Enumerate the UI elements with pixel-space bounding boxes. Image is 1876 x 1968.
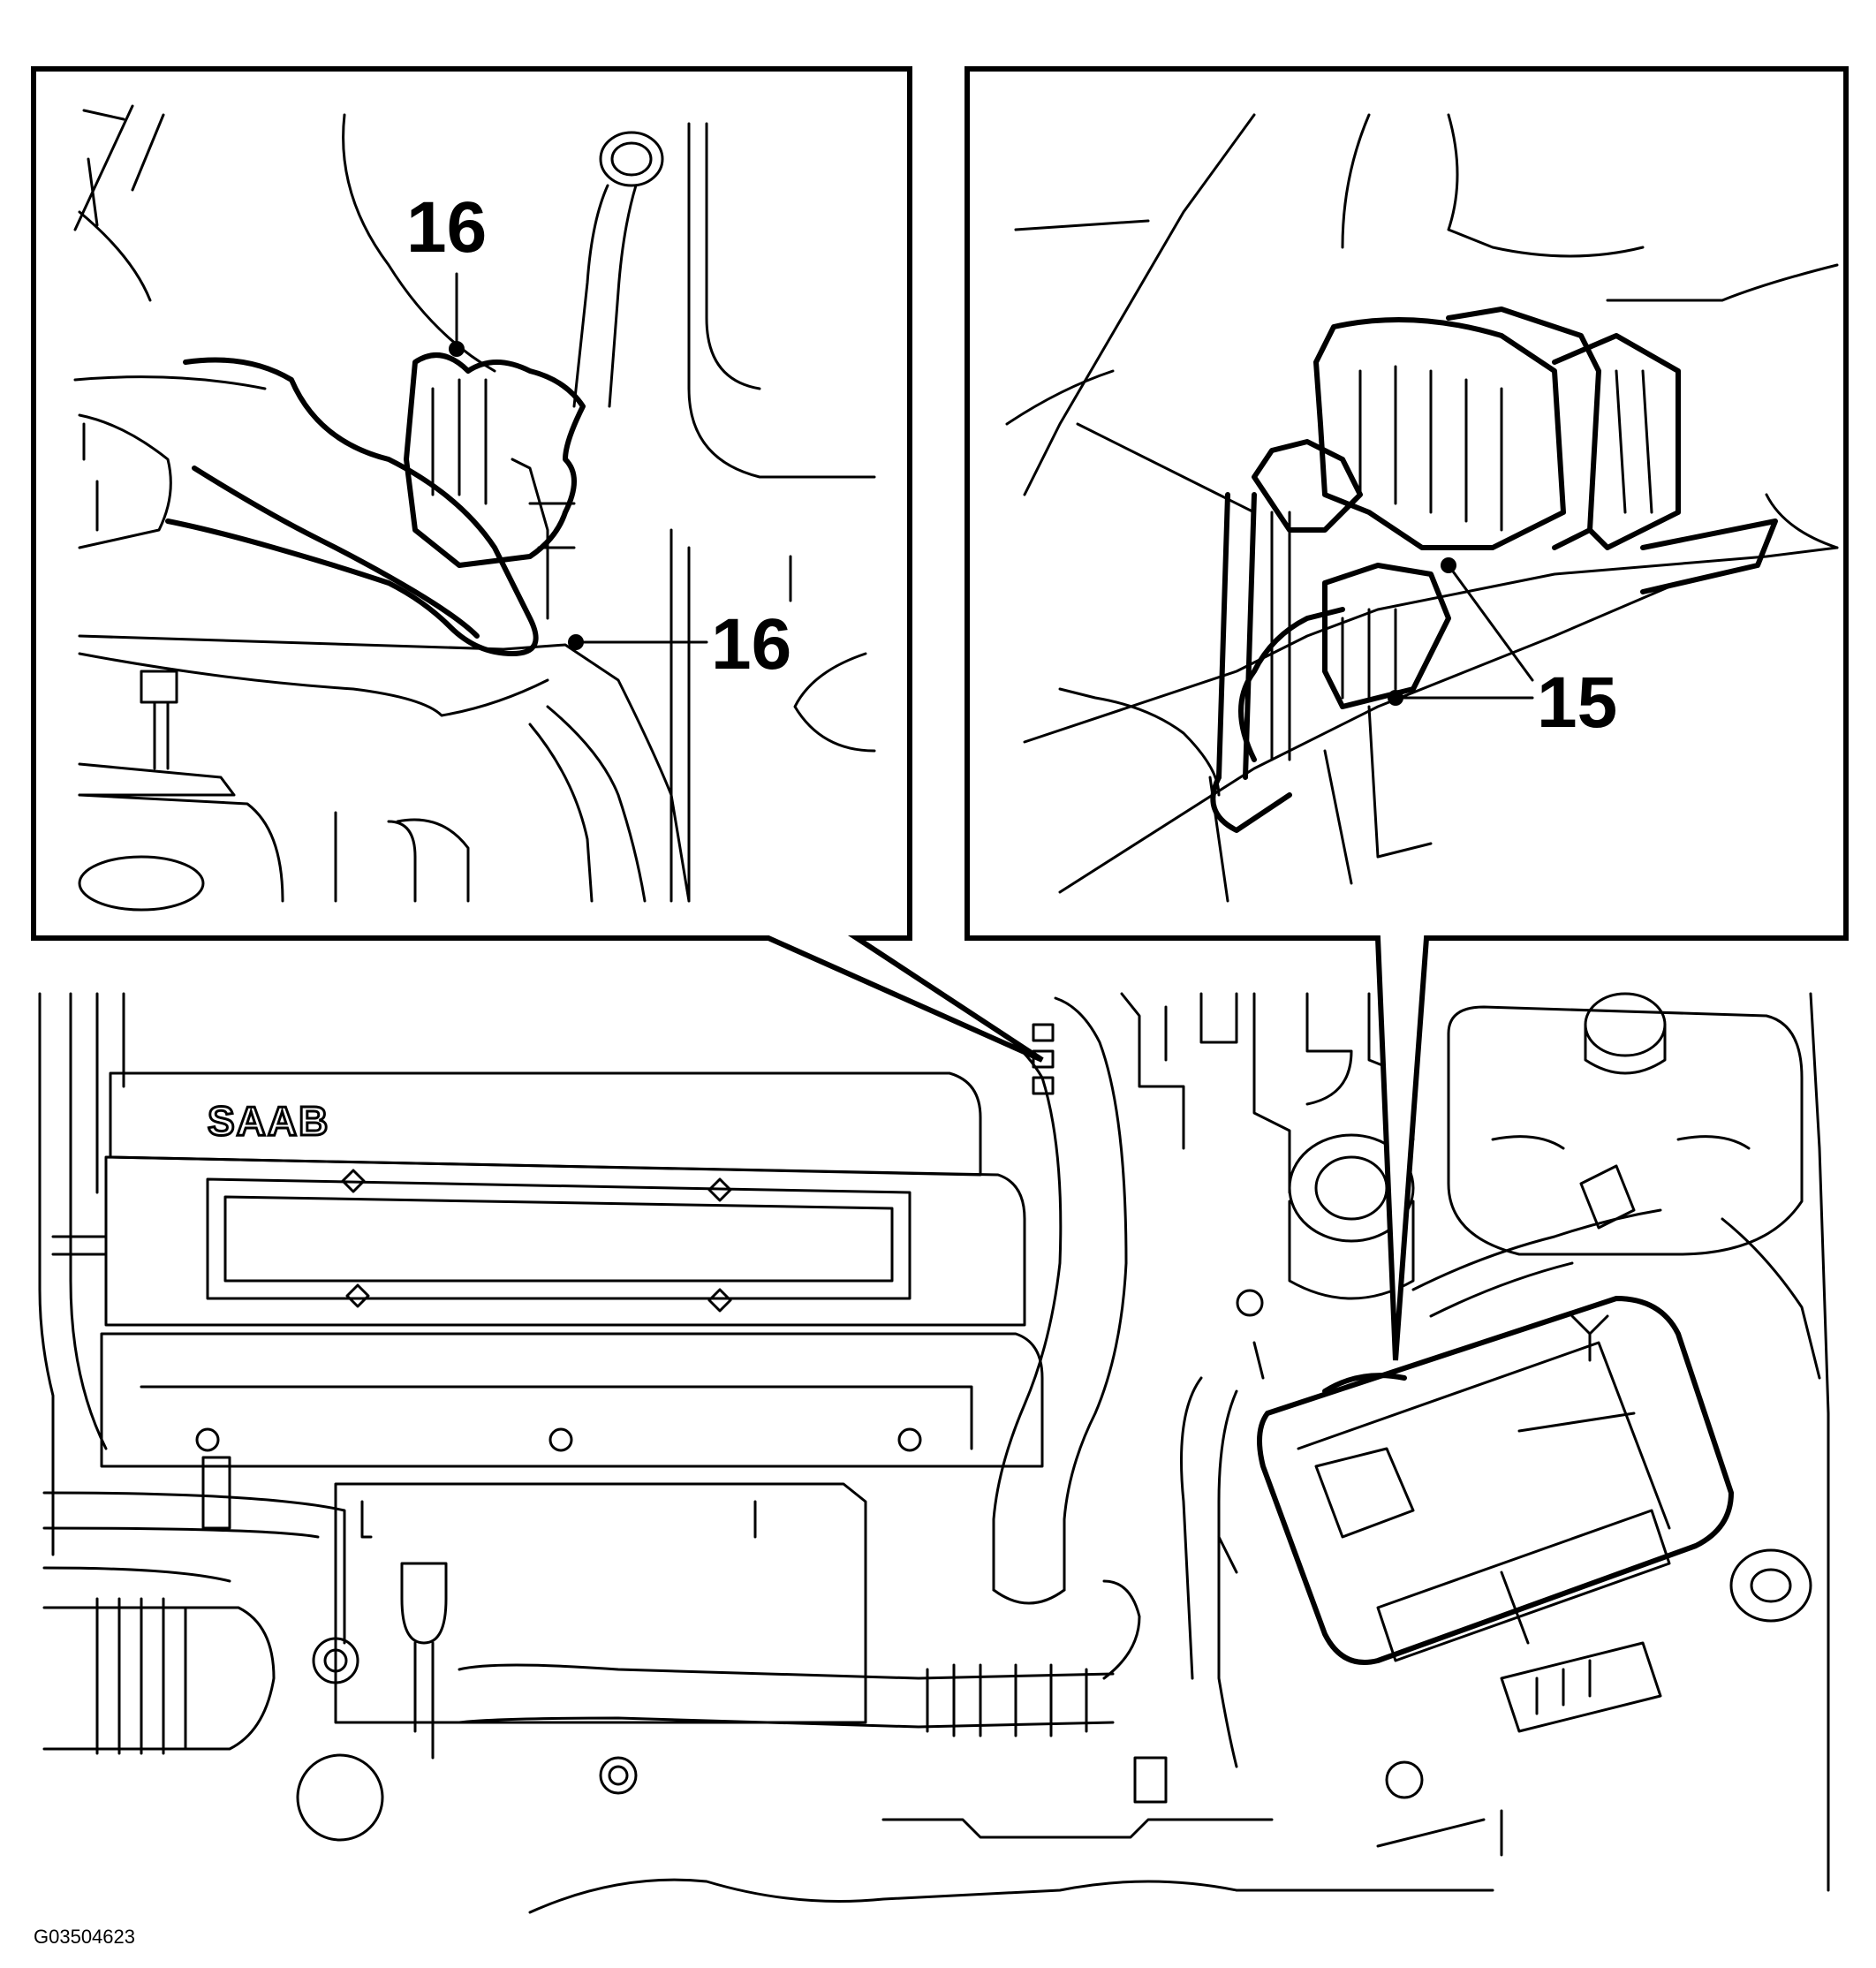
air-intake-hose	[42, 1597, 384, 1842]
callout-dot-right-upper	[1441, 557, 1456, 573]
coolant-hose-lower	[458, 1579, 1141, 1737]
upper-radiator-hose	[970, 996, 1128, 1605]
coolant-expansion-tank	[1447, 992, 1804, 1256]
callout-label-16-middle: 16	[711, 604, 791, 685]
cam-cover: SAAB	[100, 1071, 1044, 1468]
engine-bay-overview: SAAB	[38, 992, 1830, 1914]
callout-label-16-upper: 16	[406, 187, 487, 268]
callout-dot-middle	[568, 634, 584, 650]
figure-id: G03504623	[34, 1926, 135, 1948]
battery	[1257, 1296, 1734, 1665]
saab-logo: SAAB	[208, 1098, 329, 1144]
callout-dot-right-lower	[1388, 690, 1403, 706]
indicator-markers	[1032, 1023, 1055, 1095]
wiring-harness	[78, 357, 539, 656]
callout-label-15: 15	[1537, 662, 1617, 743]
connector-assembly	[1210, 307, 1681, 833]
callout-dot-upper	[449, 341, 465, 357]
detail-inset-left: 16 16	[31, 66, 1044, 1063]
detail-inset-right: 15	[964, 66, 1849, 1361]
